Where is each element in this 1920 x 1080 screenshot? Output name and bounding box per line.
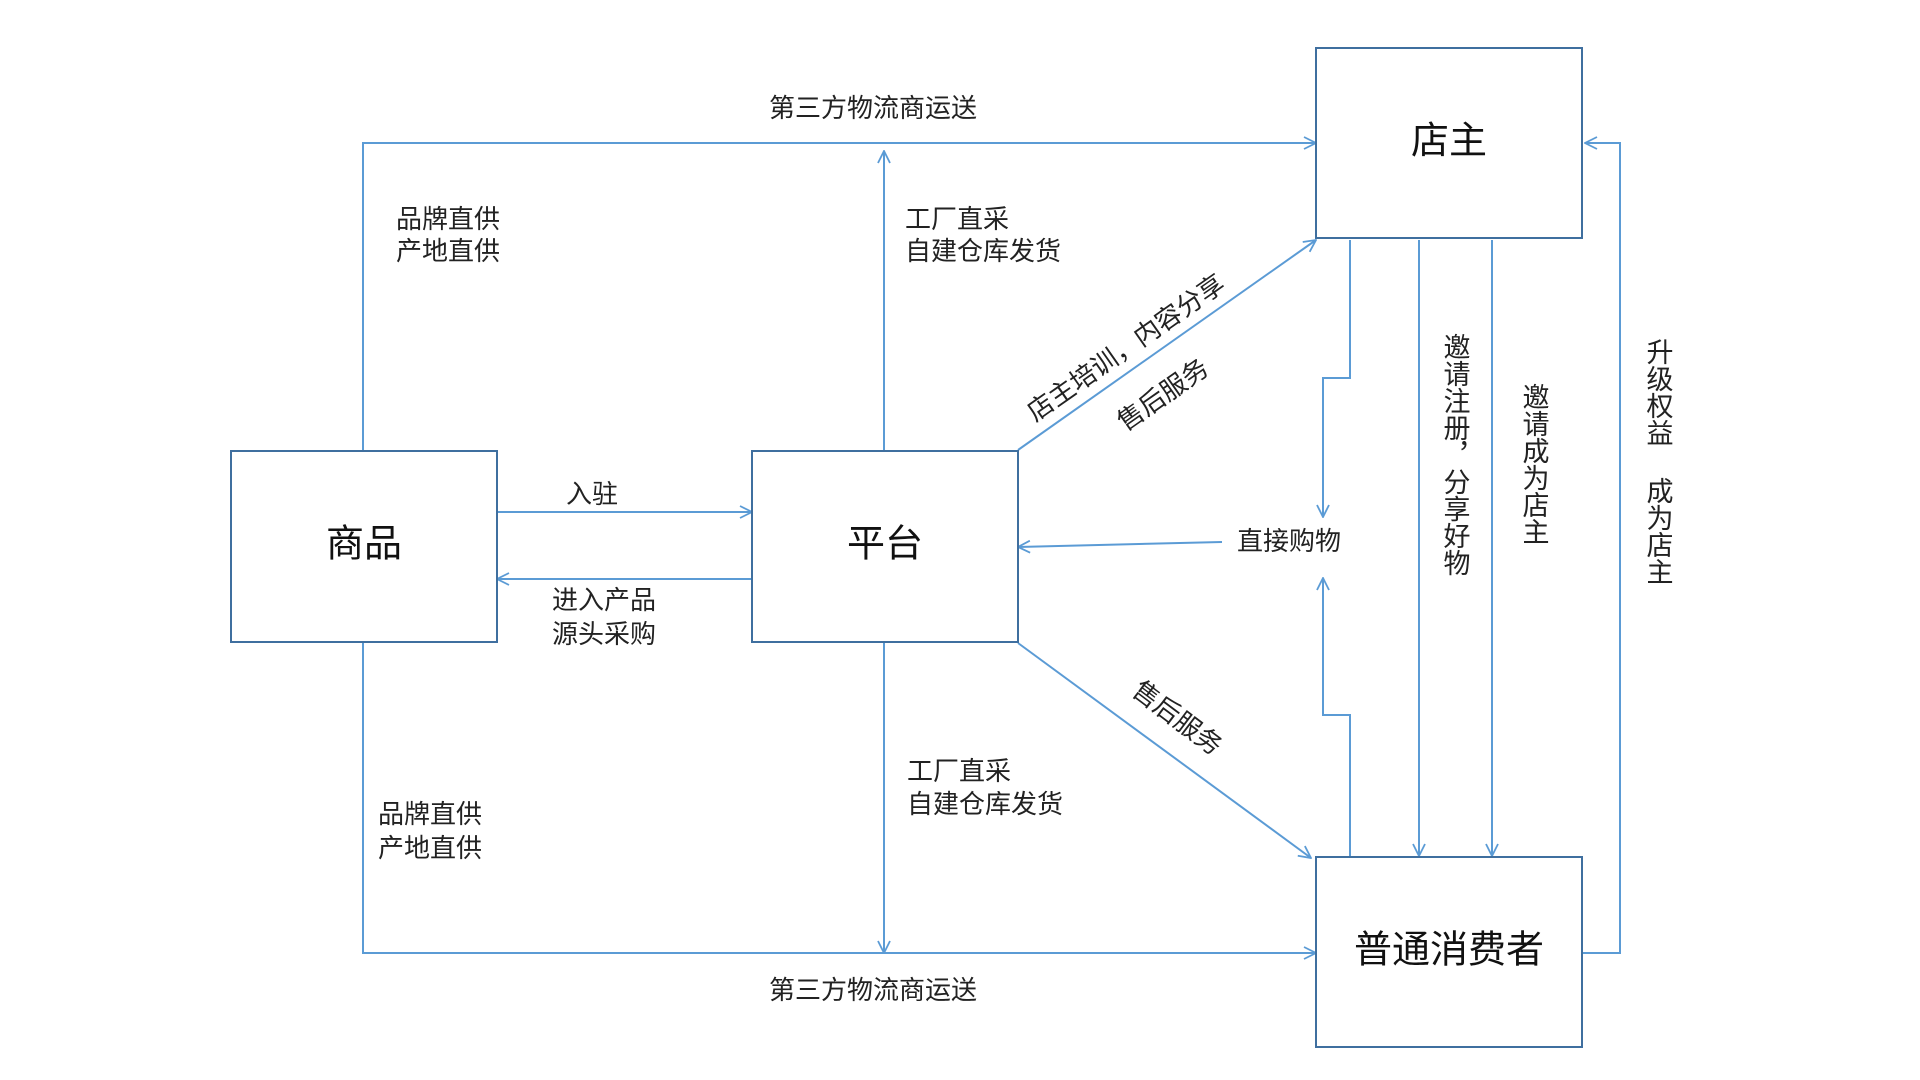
node-owner-label: 店主 [1411, 119, 1487, 163]
label-brand-top-line2: 产地直供 [396, 237, 500, 267]
edge-consumer-to-direct-buy [1323, 578, 1351, 856]
label-invite-register: 邀请注册，分享好物 [1439, 333, 1471, 576]
label-upgrade: 升级权益 成为店主 [1642, 338, 1674, 585]
edge-goods-to-owner [362, 143, 1316, 450]
edge-direct-buy-to-platform [1018, 542, 1223, 547]
label-factory-top-line2: 自建仓库发货 [905, 237, 1061, 267]
node-consumer-box [1315, 856, 1583, 1048]
edge-consumer-upgrade [1582, 143, 1621, 954]
label-factory-bottom-line2: 自建仓库发货 [907, 790, 1063, 820]
label-factory-top-line1: 工厂直采 [905, 205, 1009, 235]
edge-owner-to-direct-buy [1323, 240, 1351, 517]
node-consumer-label: 普通消费者 [1354, 928, 1544, 972]
label-direct-buy: 直接购物 [1237, 527, 1341, 557]
label-source-line2: 源头采购 [552, 620, 656, 650]
label-invite-owner: 邀请成为店主 [1518, 383, 1550, 545]
label-factory-bottom-line1: 工厂直采 [907, 757, 1011, 787]
node-platform-box [751, 450, 1019, 643]
label-top-logistics: 第三方物流商运送 [769, 94, 977, 124]
edge-platform-to-consumer [1017, 642, 1311, 858]
node-owner-box [1315, 47, 1583, 239]
label-settle: 入驻 [566, 480, 618, 510]
edge-goods-to-consumer [362, 643, 1316, 953]
label-brand-top-line1: 品牌直供 [396, 205, 500, 235]
node-platform-label: 平台 [847, 522, 923, 566]
label-brand-bottom-line1: 品牌直供 [378, 800, 482, 830]
label-source-line1: 进入产品 [552, 586, 656, 616]
label-aftersale-bottom: 售后服务 [1126, 675, 1227, 762]
label-brand-bottom-line2: 产地直供 [378, 834, 482, 864]
label-bottom-logistics: 第三方物流商运送 [769, 976, 977, 1006]
node-goods-box [230, 450, 498, 643]
edge-platform-to-owner [1017, 240, 1316, 451]
label-aftersale-top: 售后服务 [1112, 353, 1214, 437]
node-goods-label: 商品 [326, 522, 402, 566]
